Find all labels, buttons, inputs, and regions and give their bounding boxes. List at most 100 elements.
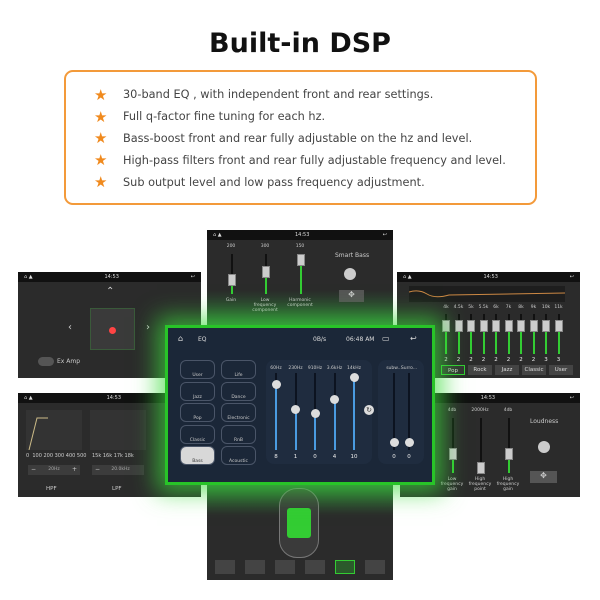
fan-icon[interactable] bbox=[344, 268, 356, 280]
mode-button[interactable] bbox=[305, 560, 325, 574]
feature-item: ★Full q-factor fine tuning for each hz. bbox=[94, 106, 535, 128]
preset-classic[interactable]: Classic bbox=[522, 365, 546, 375]
preset-user[interactable]: User bbox=[549, 365, 573, 375]
preset-pop[interactable]: Pop bbox=[441, 365, 465, 375]
slider-handle[interactable] bbox=[492, 320, 500, 332]
mode-button[interactable] bbox=[275, 560, 295, 574]
band-slider[interactable] bbox=[554, 314, 563, 354]
mode-button[interactable] bbox=[365, 560, 385, 574]
slider[interactable] bbox=[477, 418, 485, 474]
slider[interactable] bbox=[449, 418, 457, 473]
lpf-stepper[interactable]: −20.0kHz bbox=[92, 465, 144, 475]
preset-acoustic[interactable]: Acoustic bbox=[221, 446, 256, 465]
preset-user[interactable]: User bbox=[180, 360, 215, 379]
preset-dance[interactable]: Dance bbox=[221, 381, 256, 401]
home-icon[interactable]: ⌂ ▲ bbox=[213, 232, 222, 238]
band-slider[interactable] bbox=[504, 314, 513, 354]
band-slider[interactable] bbox=[271, 373, 281, 450]
mode-button[interactable] bbox=[335, 560, 355, 574]
preset-bass[interactable]: Bass bbox=[180, 446, 215, 465]
position-dot[interactable] bbox=[109, 327, 116, 334]
band-slider[interactable] bbox=[517, 314, 525, 354]
slider-handle[interactable] bbox=[542, 320, 550, 332]
preset-classic[interactable]: Classic bbox=[180, 424, 215, 444]
slider-handle[interactable] bbox=[517, 320, 525, 332]
right-arrow-icon[interactable]: › bbox=[146, 322, 150, 333]
slider[interactable] bbox=[505, 418, 513, 473]
preset-electronic[interactable]: Electronic bbox=[221, 403, 256, 422]
slider-handle[interactable] bbox=[297, 254, 305, 266]
mode-button[interactable] bbox=[245, 560, 265, 574]
slider-handle[interactable] bbox=[477, 461, 485, 474]
band-slider[interactable] bbox=[529, 314, 538, 354]
slider-handle[interactable] bbox=[271, 380, 281, 390]
home-icon[interactable]: ⌂ bbox=[178, 334, 184, 343]
slider-handle[interactable] bbox=[505, 447, 513, 460]
band-slider[interactable] bbox=[467, 314, 475, 354]
hpf-graph bbox=[26, 410, 82, 450]
channel-slider[interactable] bbox=[389, 373, 399, 450]
settings-button[interactable]: ✥ bbox=[339, 290, 364, 302]
slider-handle[interactable] bbox=[228, 274, 236, 286]
recent-apps-icon[interactable]: ▭ bbox=[382, 334, 390, 343]
slider-handle[interactable] bbox=[554, 320, 563, 332]
slider[interactable] bbox=[297, 254, 305, 294]
up-arrow-icon[interactable]: ⌃ bbox=[106, 286, 115, 297]
slider-handle[interactable] bbox=[467, 320, 475, 332]
home-icon[interactable]: ⌂ ▲ bbox=[24, 395, 33, 401]
back-icon[interactable]: ↩ bbox=[569, 274, 574, 280]
home-icon[interactable]: ⌂ ▲ bbox=[24, 274, 33, 280]
slider-handle[interactable] bbox=[449, 447, 457, 460]
status-time: 14:53 bbox=[483, 274, 498, 280]
slider-handle[interactable] bbox=[529, 320, 538, 332]
mode-button[interactable] bbox=[215, 560, 235, 574]
feature-item: ★Bass-boost front and rear fully adjusta… bbox=[94, 128, 535, 150]
slider-handle[interactable] bbox=[262, 266, 270, 278]
band-slider[interactable] bbox=[291, 373, 300, 450]
preset-rock[interactable]: Rock bbox=[468, 365, 492, 375]
band-slider[interactable] bbox=[542, 314, 550, 354]
band-slider[interactable] bbox=[479, 314, 488, 354]
band-slider[interactable] bbox=[349, 373, 359, 450]
band-slider[interactable] bbox=[454, 314, 463, 354]
slider-handle[interactable] bbox=[479, 320, 488, 332]
slider-handle[interactable] bbox=[291, 405, 300, 415]
back-icon[interactable]: ↩ bbox=[569, 395, 574, 401]
channel-slider[interactable] bbox=[404, 373, 414, 450]
amp-toggle[interactable] bbox=[38, 357, 54, 366]
slider-handle[interactable] bbox=[442, 320, 450, 332]
slider-handle[interactable] bbox=[404, 438, 414, 447]
channel-group bbox=[378, 360, 424, 464]
band-freq: 5k bbox=[468, 305, 474, 310]
slider-handle[interactable] bbox=[349, 373, 359, 382]
slider[interactable] bbox=[262, 254, 270, 294]
hpf-stepper[interactable]: −20Hz+ bbox=[28, 465, 80, 475]
preset-pop[interactable]: Pop bbox=[180, 403, 215, 422]
band-slider[interactable] bbox=[310, 373, 320, 450]
slider-handle[interactable] bbox=[504, 320, 513, 332]
preset-jazz[interactable]: Jazz bbox=[495, 365, 519, 375]
reset-icon[interactable]: ↻ bbox=[364, 405, 374, 415]
slider-handle[interactable] bbox=[454, 320, 463, 332]
preset-rnb[interactable]: RnB bbox=[221, 424, 256, 444]
slider-label: High frequency gain bbox=[496, 477, 520, 492]
band-value: 2 bbox=[531, 357, 536, 363]
preset-jazz[interactable]: Jazz bbox=[180, 381, 215, 401]
back-icon[interactable]: ↩ bbox=[410, 334, 417, 343]
slider-handle[interactable] bbox=[310, 409, 320, 418]
home-icon[interactable]: ⌂ ▲ bbox=[403, 274, 412, 280]
preset-life[interactable]: Life bbox=[221, 360, 256, 379]
back-icon[interactable]: ↩ bbox=[382, 232, 387, 238]
fan-icon[interactable] bbox=[538, 441, 550, 453]
band-slider[interactable] bbox=[330, 373, 339, 450]
settings-button[interactable]: ✥ bbox=[530, 471, 557, 483]
back-icon[interactable]: ↩ bbox=[190, 274, 195, 280]
left-arrow-icon[interactable]: ‹ bbox=[68, 322, 72, 333]
slider[interactable] bbox=[228, 254, 236, 294]
band-slider[interactable] bbox=[442, 314, 450, 354]
slider-handle[interactable] bbox=[389, 438, 399, 447]
mode-buttons bbox=[215, 560, 385, 574]
slider-handle[interactable] bbox=[330, 394, 339, 404]
band-value: 3 bbox=[544, 357, 548, 363]
band-slider[interactable] bbox=[492, 314, 500, 354]
